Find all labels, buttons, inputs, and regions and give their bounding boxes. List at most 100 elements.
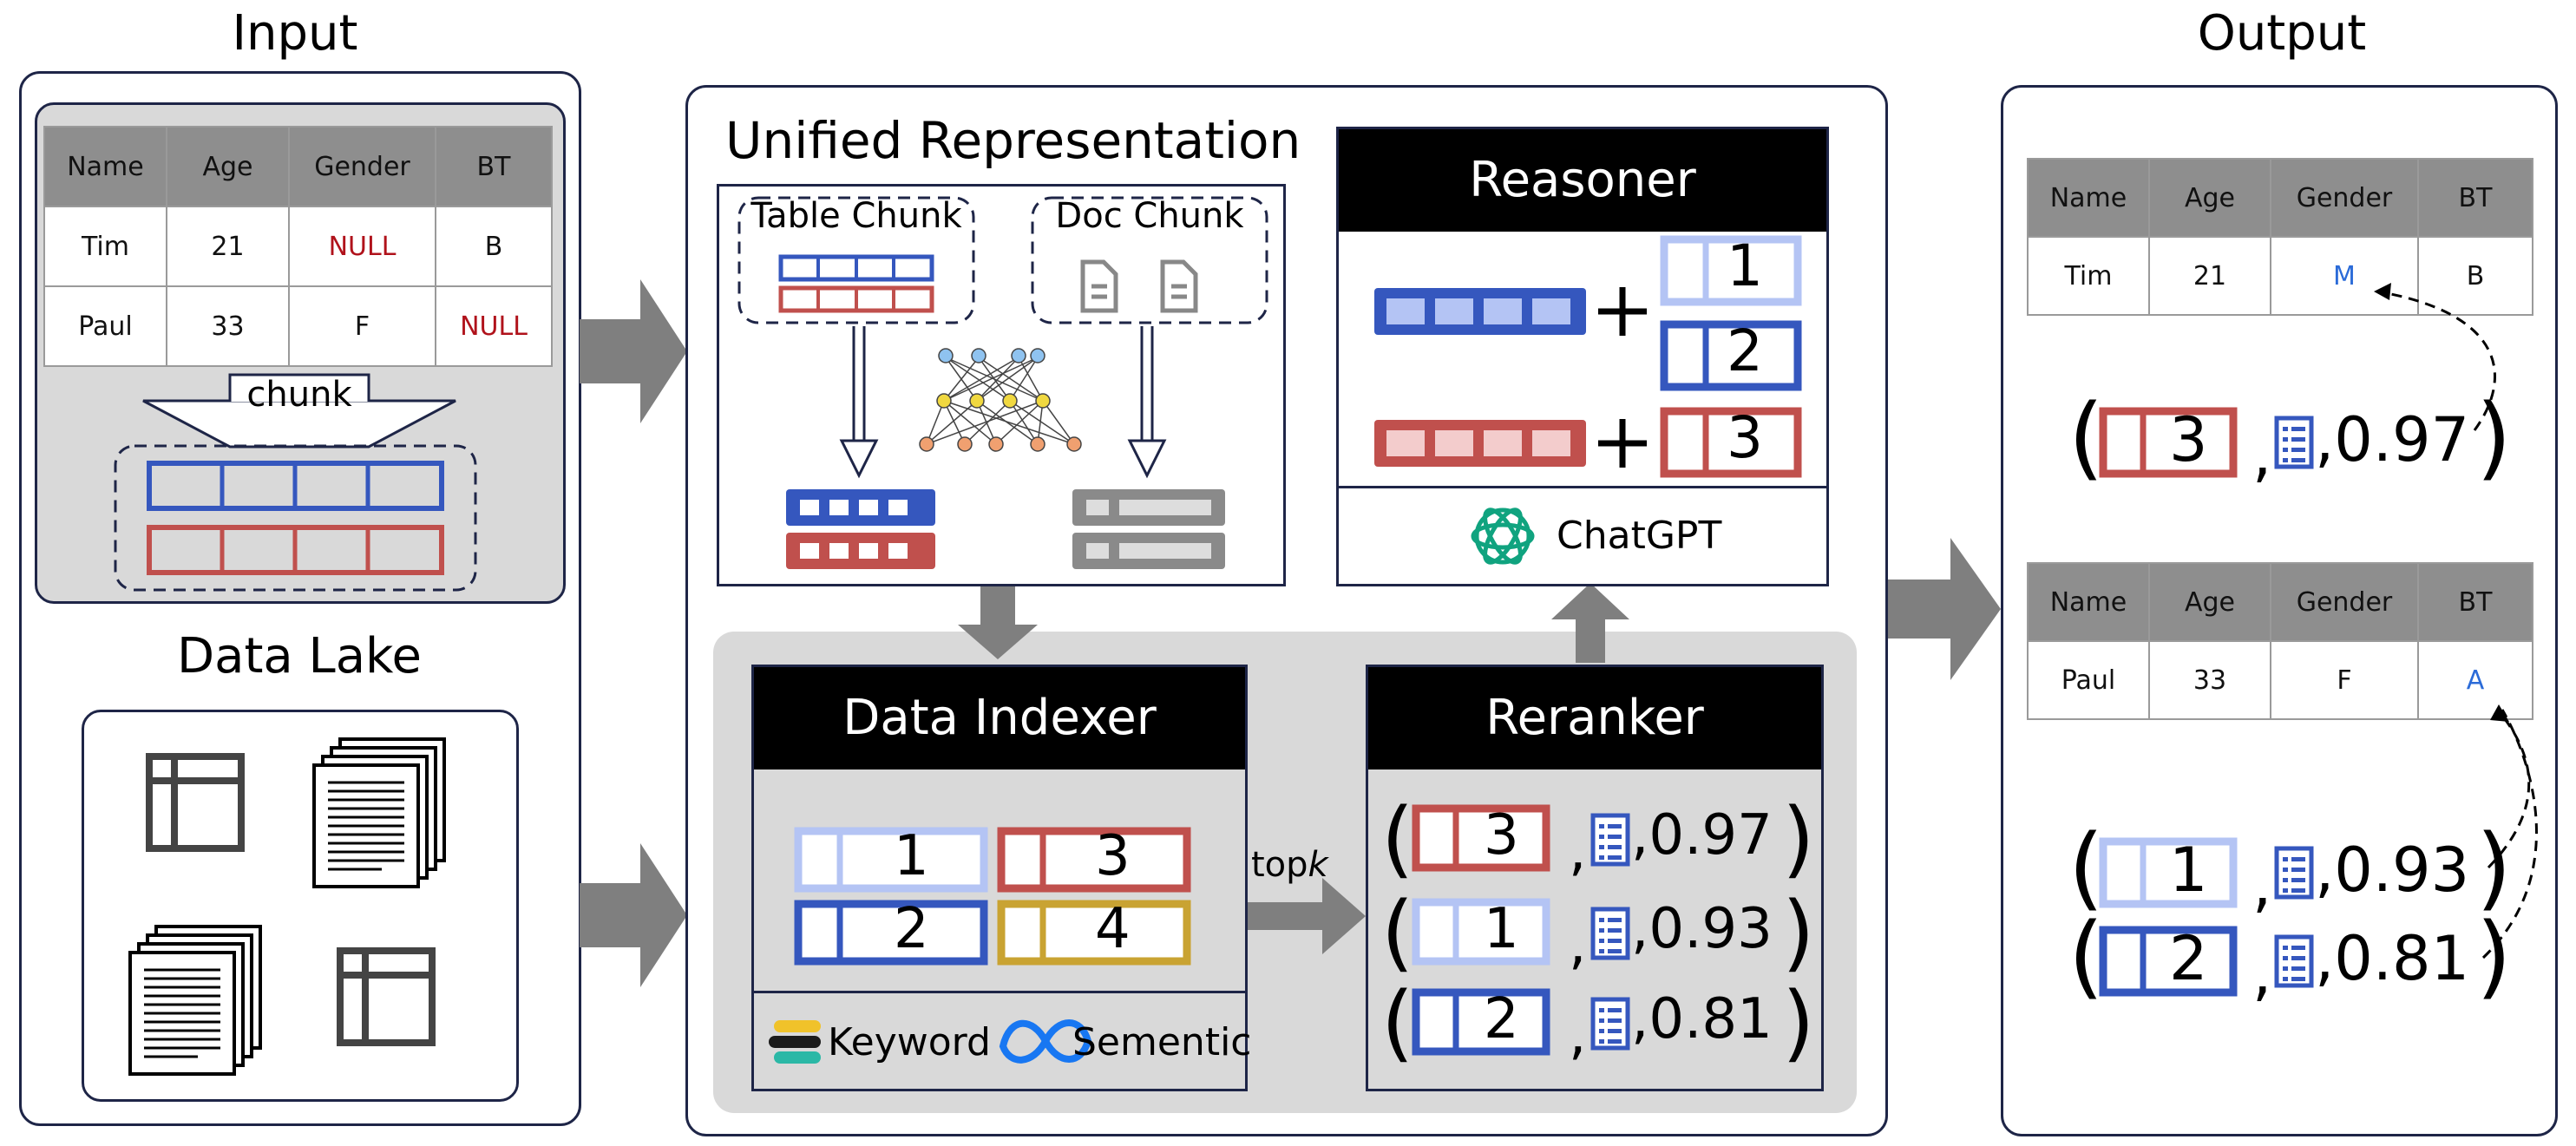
svg-text:(: (	[1381, 790, 1413, 887]
table-cell: B	[435, 206, 553, 287]
chatgpt-label: ChatGPT	[1557, 514, 1722, 558]
table-cell: Paul	[43, 285, 167, 367]
topk-k: k	[1308, 845, 1328, 885]
doc-chunk-label: Doc Chunk	[1055, 196, 1244, 236]
table-chunk-label: Table Chunk	[751, 196, 962, 236]
rerank-id: 2	[1484, 987, 1519, 1051]
chunk-number: 2	[1727, 318, 1763, 384]
table-header: Name	[2027, 562, 2150, 642]
svg-text:): )	[1782, 884, 1814, 981]
svg-text:): )	[2476, 384, 2512, 490]
table-header: BT	[2417, 158, 2533, 238]
reranker-title: Reranker	[1368, 667, 1821, 769]
output-tuple-id: 3	[2169, 404, 2208, 475]
document-icon	[1080, 259, 1198, 313]
topk-text: top	[1251, 845, 1308, 885]
table-cell: 21	[166, 206, 290, 287]
table-cell: F	[288, 285, 436, 367]
semantic-label: Sementic	[1072, 1020, 1252, 1064]
arrow-right-icon	[1888, 538, 2001, 680]
svg-text:,: ,	[1569, 913, 1586, 977]
doc-list-icon	[2274, 416, 2314, 988]
rerank-id: 1	[1484, 897, 1519, 961]
output-title: Output	[2197, 5, 2367, 62]
arrow-right-icon	[580, 843, 687, 987]
red-chunk	[1374, 420, 1586, 467]
chatgpt-divider	[1339, 486, 1826, 488]
blue-chunk	[1374, 288, 1586, 335]
svg-text:,: ,	[1569, 819, 1586, 883]
table-header: Age	[166, 126, 290, 207]
data-lake-box	[82, 710, 519, 1102]
arrow-down-icon	[958, 586, 1038, 659]
table-cell-null: NULL	[288, 206, 436, 287]
table-chunk-box	[737, 196, 975, 324]
table-cell: Paul	[2027, 640, 2150, 720]
table-cell: B	[2417, 236, 2533, 316]
data-lake-icons	[128, 737, 446, 1076]
rerank-score: ,0.81	[1631, 987, 1773, 1051]
svg-text:(: (	[2068, 384, 2104, 490]
svg-text:(: (	[1381, 884, 1413, 981]
indexer-title: Data Indexer	[754, 667, 1245, 769]
table-header: Name	[43, 126, 167, 207]
svg-text:(: (	[2068, 815, 2104, 920]
table-header: Age	[2148, 562, 2271, 642]
unified-title: Unified Representation	[725, 111, 1301, 170]
dashed-link-arrow	[2376, 290, 2538, 959]
table-cell-null: NULL	[435, 285, 553, 367]
rerank-score: ,0.93	[1631, 897, 1773, 961]
table-cell: Tim	[43, 206, 167, 287]
chatgpt-icon	[1471, 508, 1535, 565]
table-cell: F	[2270, 640, 2419, 720]
svg-text:,: ,	[2252, 938, 2271, 1009]
table-header: BT	[2417, 562, 2533, 642]
table-header: Name	[2027, 158, 2150, 238]
chunk-number: 3	[1727, 404, 1763, 471]
chunk-number: 3	[1095, 824, 1131, 888]
svg-text:,: ,	[1569, 1003, 1586, 1067]
output-table-1: Name Age Gender BT Tim 21 M B	[2027, 158, 2533, 316]
reasoner-title: Reasoner	[1339, 129, 1826, 232]
document-stack-icon	[128, 925, 262, 1076]
table-header: Gender	[288, 126, 436, 207]
indexer-divider	[754, 991, 1245, 993]
neural-network-icon	[919, 348, 1082, 452]
svg-text:(: (	[2068, 903, 2104, 1009]
rerank-score: ,0.97	[1631, 803, 1773, 868]
table-chunk-rows	[778, 254, 934, 313]
arrow-right-icon	[580, 279, 687, 423]
meta-icon	[999, 1019, 1092, 1064]
rerank-id: 3	[1484, 803, 1519, 868]
table-icon	[337, 947, 436, 1046]
svg-text:,: ,	[2252, 849, 2271, 920]
svg-text:,: ,	[2252, 419, 2271, 490]
chunk-label: chunk	[246, 375, 352, 415]
chunk-number: 4	[1095, 897, 1131, 961]
table-cell: Tim	[2027, 236, 2150, 316]
output-table-2: Name Age Gender BT Paul 33 F A	[2027, 562, 2533, 720]
chunk-number: 1	[894, 824, 929, 888]
arrowhead-icon	[2374, 283, 2391, 300]
table-header: Gender	[2270, 562, 2419, 642]
arrowhead-icon	[2490, 704, 2509, 722]
svg-text:): )	[1782, 790, 1814, 887]
output-tuple-id: 1	[2169, 835, 2208, 906]
doc-list-icon	[1590, 813, 1630, 1051]
down-arrow-icon	[839, 326, 1167, 479]
svg-text:): )	[2476, 815, 2512, 920]
chunk-dashed-box	[114, 444, 477, 592]
table-icon	[146, 753, 245, 852]
table-cell: 33	[2148, 640, 2271, 720]
arrow-up-icon	[1551, 583, 1629, 663]
table-header: Gender	[2270, 158, 2419, 238]
doc-embedding-icon	[1072, 489, 1225, 569]
plus-icon	[1598, 287, 1647, 336]
chunk-number: 2	[894, 897, 929, 961]
svg-text:): )	[2476, 903, 2512, 1009]
